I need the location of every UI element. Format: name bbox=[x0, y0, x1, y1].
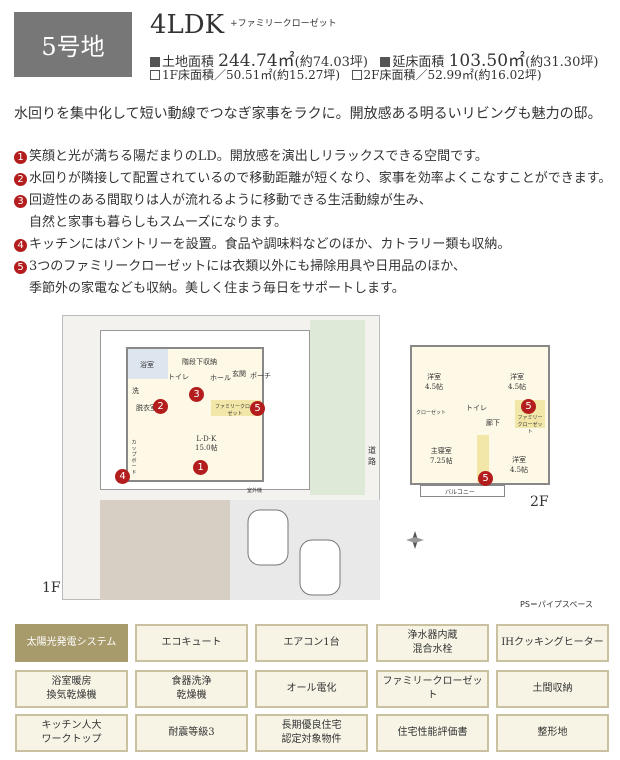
road-label: 道路 bbox=[368, 446, 376, 466]
land-label: 土地面積 bbox=[162, 55, 215, 70]
land-tsubo: (約74.03坪) bbox=[294, 55, 369, 70]
feature-tag: エコキュート bbox=[135, 624, 248, 662]
room-cupboard: カップボード bbox=[131, 440, 137, 476]
ps-note: PS＝パイプスペース bbox=[520, 600, 593, 609]
feature-tag: キッチン人大 ワークトップ bbox=[15, 714, 128, 752]
feature-tag: 土間収納 bbox=[496, 670, 609, 708]
room-toilet-2f: トイレ bbox=[466, 404, 487, 412]
outdoor-unit: 室外機 bbox=[247, 488, 263, 494]
layout-note: +ファミリークローゼット bbox=[230, 19, 337, 29]
floor-1f-label: 1F bbox=[42, 580, 61, 596]
land-area: 244.74㎡ bbox=[218, 51, 295, 71]
bath-area bbox=[128, 349, 168, 379]
area-row: 土地面積 244.74㎡(約74.03坪) 延床面積 103.50㎡(約31.3… bbox=[150, 46, 598, 71]
point-text: 水回りが隣接して配置されているので移動距離が短くなり、家事を効率よくこなすことが… bbox=[29, 171, 612, 186]
point-text: 回遊性のある間取りは人が流れるように移動できる生活動線が生み、 bbox=[29, 193, 432, 208]
square-filled-icon bbox=[380, 57, 391, 67]
square-outline-icon bbox=[150, 70, 160, 80]
compass-icon bbox=[406, 531, 424, 549]
lot-number-box: 5号地 bbox=[14, 12, 132, 77]
car-icon bbox=[247, 509, 289, 566]
point-text: 自然と家事も暮らしもスムーズになります。 bbox=[29, 215, 288, 230]
room-western-3: 洋室 4.5帖 bbox=[510, 456, 529, 474]
room-corridor: 廊下 bbox=[486, 419, 500, 427]
room-master: 主寝室 7.25帖 bbox=[430, 447, 453, 465]
room-toilet: トイレ bbox=[168, 373, 189, 381]
balcony bbox=[420, 485, 505, 497]
point-badge-1: 1 bbox=[193, 460, 208, 475]
room-hall: ホール bbox=[210, 374, 231, 382]
point-text: 3つのファミリークローゼットには衣類以外にも掃除用具や日用品のほか、 bbox=[29, 259, 467, 274]
feature-tag: ファミリークローゼット bbox=[376, 670, 489, 708]
feature-tag: 浄水器内蔵 混合水栓 bbox=[376, 624, 489, 662]
point-badge-4: 4 bbox=[115, 469, 130, 484]
point-number-badge: 1 bbox=[14, 151, 27, 164]
floor-area-row: 1F床面積／50.51㎡(約15.27坪) 2F床面積／52.99㎡(約16.0… bbox=[150, 66, 542, 83]
layout-title: 4LDK +ファミリークローゼット bbox=[150, 10, 337, 40]
point-number-badge: 3 bbox=[14, 195, 27, 208]
room-balcony: バルコニー bbox=[445, 489, 475, 496]
room-ldk: L·D·K 15.0帖 bbox=[195, 435, 218, 452]
point-text: キッチンにはパントリーを設置。食品や調味料などのほか、カトラリー類も収納。 bbox=[29, 237, 511, 252]
room-wash: 洗 bbox=[132, 387, 139, 395]
point-text: 笑顔と光が満ちる陽だまりのLD。開放感を演出しリラックスできる空間です。 bbox=[29, 149, 488, 164]
feature-tag: 食器洗浄 乾燥機 bbox=[135, 670, 248, 708]
f2-area: 2F床面積／52.99㎡(約16.02坪) bbox=[363, 68, 542, 82]
room-porch: ポーチ bbox=[250, 372, 271, 380]
room-western-2: 洋室 4.5帖 bbox=[508, 373, 527, 391]
lot-dirt-area bbox=[100, 500, 230, 600]
room-closet: クローゼット bbox=[416, 410, 447, 416]
point-badge-5-2f-a: 5 bbox=[521, 399, 536, 414]
point-indent bbox=[14, 281, 29, 296]
car-icons bbox=[247, 509, 341, 596]
feature-tag: 長期優良住宅 認定対象物件 bbox=[255, 714, 368, 752]
point-badge-3: 3 bbox=[189, 387, 204, 402]
point-indent bbox=[14, 215, 29, 230]
floor-tsubo: (約31.30坪) bbox=[525, 55, 599, 70]
room-family-closet: ファミリークローゼット bbox=[214, 404, 255, 417]
f1-area: 1F床面積／50.51㎡(約15.27坪) bbox=[162, 68, 341, 82]
feature-tag: IHクッキングヒーター bbox=[496, 624, 609, 662]
floor-label: 延床面積 bbox=[392, 55, 445, 70]
room-family-closet-2f: ファミリークローゼット bbox=[517, 415, 543, 435]
feature-tag: エアコン1台 bbox=[255, 624, 368, 662]
car-icon bbox=[299, 539, 341, 596]
feature-tag: 住宅性能評価書 bbox=[376, 714, 489, 752]
floor-area: 103.50㎡ bbox=[448, 51, 526, 71]
point-text: 季節外の家電なども収納。美しく住まう毎日をサポートします。 bbox=[29, 281, 405, 296]
lot-number: 5号地 bbox=[41, 33, 105, 61]
point-number-badge: 4 bbox=[14, 239, 27, 252]
feature-tag: オール電化 bbox=[255, 670, 368, 708]
square-filled-icon bbox=[150, 57, 160, 67]
point-number-badge: 2 bbox=[14, 173, 27, 186]
square-outline-icon bbox=[351, 70, 362, 80]
room-entrance: 玄関 bbox=[232, 370, 246, 378]
feature-tag: 耐震等級3 bbox=[135, 714, 248, 752]
room-dressing: 脱衣室 bbox=[136, 404, 157, 412]
room-western-1: 洋室 4.5帖 bbox=[425, 373, 444, 391]
layout-type: 4LDK bbox=[150, 10, 225, 40]
intro-text: 水回りを集中化して短い動線でつなぎ家事をラクに。開放感ある明るいリビングも魅力の… bbox=[14, 106, 602, 122]
floor-2f-label: 2F bbox=[530, 494, 549, 510]
feature-tag: 浴室暖房 換気乾燥機 bbox=[15, 670, 128, 708]
room-bath: 浴室 bbox=[140, 361, 154, 369]
point-badge-5-2f-b: 5 bbox=[478, 471, 493, 486]
garden-area bbox=[310, 320, 365, 495]
point-badge-5: 5 bbox=[250, 401, 265, 416]
point-number-badge: 5 bbox=[14, 261, 27, 274]
feature-tag: 太陽光発電システム bbox=[15, 624, 128, 662]
feature-tag: 整形地 bbox=[496, 714, 609, 752]
point-badge-2: 2 bbox=[153, 399, 168, 414]
family-closet-area bbox=[211, 400, 261, 416]
room-storage: 階段下収納 bbox=[182, 358, 217, 366]
